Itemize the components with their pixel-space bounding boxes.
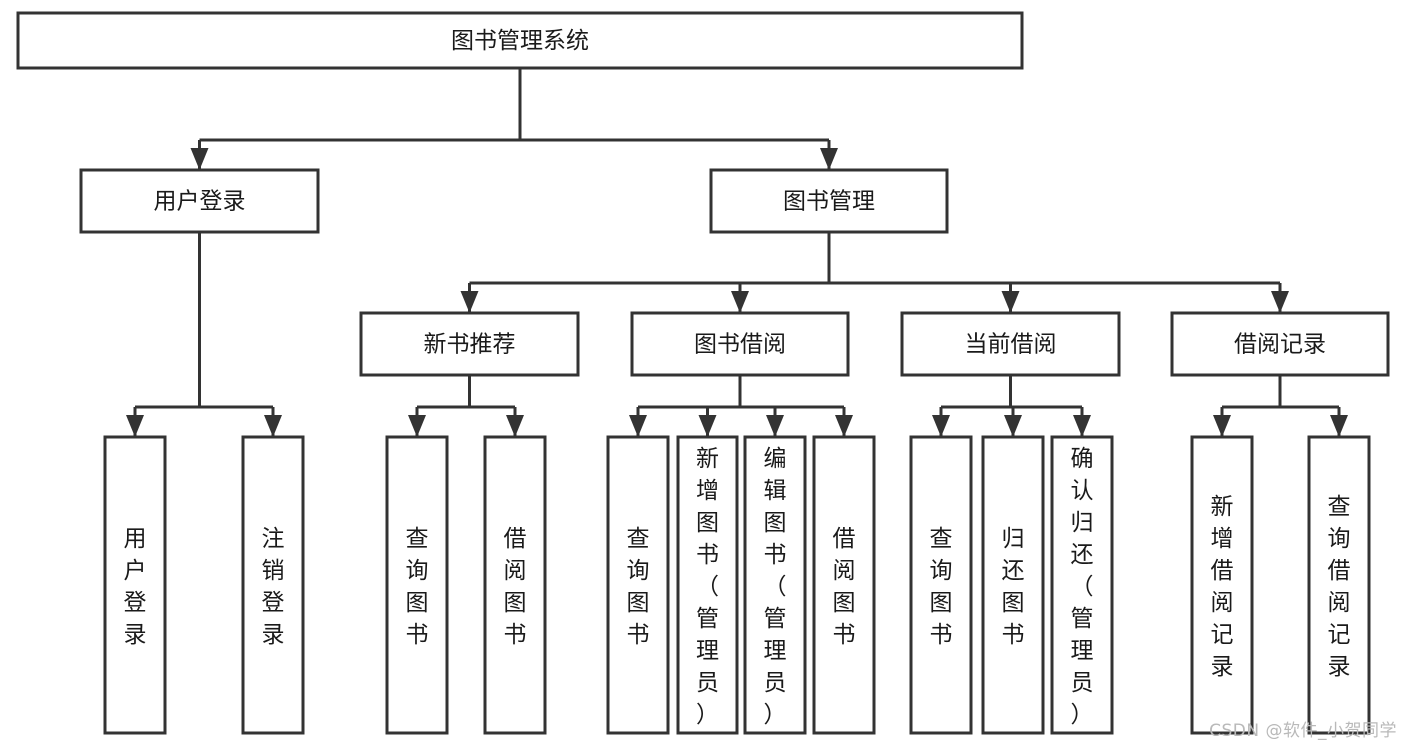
node-borrow-record[interactable]: 借阅记录 bbox=[1170, 311, 1390, 377]
node-leaf-borrow-book-rec[interactable]: 借阅图书 bbox=[483, 435, 547, 735]
arrow-head-icon bbox=[190, 148, 209, 170]
node-leaf-query-borrow-record[interactable]: 查询借阅记录 bbox=[1307, 435, 1371, 735]
edge-book-manage-to-level3 bbox=[460, 232, 1289, 313]
arrow-head-icon bbox=[932, 415, 950, 437]
node-label: 用户登录 bbox=[124, 526, 147, 648]
node-box[interactable] bbox=[1307, 435, 1371, 735]
node-new-book-recommend[interactable]: 新书推荐 bbox=[359, 311, 580, 377]
node-label: 查询图书 bbox=[627, 526, 650, 648]
edge-book-borrow-to-leaves bbox=[629, 375, 853, 437]
node-label: 编辑图书（管理员） bbox=[764, 446, 787, 728]
node-label: 图书管理系统 bbox=[451, 28, 589, 54]
node-layer: 图书管理系统用户登录图书管理新书推荐图书借阅当前借阅借阅记录用户登录注销登录查询… bbox=[16, 11, 1390, 735]
node-label: 归还图书 bbox=[1002, 526, 1025, 648]
node-box[interactable] bbox=[385, 435, 449, 735]
node-box[interactable] bbox=[16, 11, 1024, 70]
node-leaf-borrow-book[interactable]: 借阅图书 bbox=[812, 435, 876, 735]
arrow-head-icon bbox=[1330, 415, 1348, 437]
node-label: 用户登录 bbox=[154, 189, 246, 215]
connector-layer bbox=[126, 68, 1348, 437]
node-box[interactable] bbox=[630, 311, 850, 377]
node-box[interactable] bbox=[241, 435, 305, 735]
arrow-head-icon bbox=[820, 148, 838, 170]
node-leaf-confirm-return-admin[interactable]: 确认归还（管理员） bbox=[1050, 435, 1114, 735]
node-leaf-add-borrow-record[interactable]: 新增借阅记录 bbox=[1190, 435, 1254, 735]
node-box[interactable] bbox=[676, 435, 739, 735]
node-box[interactable] bbox=[900, 311, 1121, 377]
node-book-manage[interactable]: 图书管理 bbox=[709, 168, 949, 234]
node-leaf-add-book-admin[interactable]: 新增图书（管理员） bbox=[676, 435, 739, 735]
node-box[interactable] bbox=[1050, 435, 1114, 735]
node-label: 注销登录 bbox=[262, 526, 285, 648]
node-label: 查询借阅记录 bbox=[1328, 494, 1351, 680]
arrow-head-icon bbox=[1271, 291, 1289, 313]
node-label: 当前借阅 bbox=[965, 332, 1057, 358]
node-box[interactable] bbox=[743, 435, 807, 735]
csdn-watermark: CSDN @软件_小贺同学 bbox=[1209, 721, 1397, 741]
node-box[interactable] bbox=[359, 311, 580, 377]
node-root[interactable]: 图书管理系统 bbox=[16, 11, 1024, 70]
node-box[interactable] bbox=[812, 435, 876, 735]
arrow-head-icon bbox=[506, 415, 524, 437]
node-label: 新增图书（管理员） bbox=[696, 446, 719, 728]
arrow-head-icon bbox=[1213, 415, 1231, 437]
node-book-borrow[interactable]: 图书借阅 bbox=[630, 311, 850, 377]
node-box[interactable] bbox=[483, 435, 547, 735]
node-box[interactable] bbox=[981, 435, 1045, 735]
node-box[interactable] bbox=[606, 435, 670, 735]
arrow-head-icon bbox=[698, 415, 717, 437]
node-leaf-edit-book-admin[interactable]: 编辑图书（管理员） bbox=[743, 435, 807, 735]
arrow-head-icon bbox=[264, 415, 282, 437]
node-box[interactable] bbox=[1170, 311, 1390, 377]
arrow-head-icon bbox=[731, 291, 749, 313]
arrow-head-icon bbox=[629, 415, 647, 437]
node-box[interactable] bbox=[909, 435, 973, 735]
edge-new-book-recommend-to-leaves bbox=[408, 375, 524, 437]
node-current-borrow[interactable]: 当前借阅 bbox=[900, 311, 1121, 377]
node-label: 借阅图书 bbox=[833, 526, 856, 648]
node-label: 新增借阅记录 bbox=[1211, 494, 1234, 680]
node-leaf-user-login[interactable]: 用户登录 bbox=[103, 435, 167, 735]
node-leaf-logout[interactable]: 注销登录 bbox=[241, 435, 305, 735]
node-label: 查询图书 bbox=[930, 526, 953, 648]
node-box[interactable] bbox=[79, 168, 320, 234]
node-box[interactable] bbox=[1190, 435, 1254, 735]
node-label: 查询图书 bbox=[406, 526, 429, 648]
arrow-head-icon bbox=[766, 415, 784, 437]
arrow-head-icon bbox=[1004, 415, 1022, 437]
edge-borrow-record-to-leaves bbox=[1213, 375, 1348, 437]
node-box[interactable] bbox=[709, 168, 949, 234]
node-leaf-return-book[interactable]: 归还图书 bbox=[981, 435, 1045, 735]
node-label: 图书借阅 bbox=[694, 332, 786, 358]
node-label: 借阅图书 bbox=[504, 526, 527, 648]
node-leaf-query-book-cur[interactable]: 查询图书 bbox=[909, 435, 973, 735]
node-leaf-query-book-rec[interactable]: 查询图书 bbox=[385, 435, 449, 735]
arrow-head-icon bbox=[408, 415, 426, 437]
edge-root-to-level2 bbox=[190, 68, 838, 170]
node-leaf-query-book-borrow[interactable]: 查询图书 bbox=[606, 435, 670, 735]
arrow-head-icon bbox=[835, 415, 853, 437]
edge-current-borrow-to-leaves bbox=[932, 375, 1091, 437]
node-user-login[interactable]: 用户登录 bbox=[79, 168, 320, 234]
node-box[interactable] bbox=[103, 435, 167, 735]
node-label: 借阅记录 bbox=[1234, 332, 1326, 358]
node-label: 新书推荐 bbox=[424, 332, 516, 358]
arrow-head-icon bbox=[460, 291, 479, 313]
node-label: 图书管理 bbox=[783, 189, 875, 215]
arrow-head-icon bbox=[1001, 291, 1020, 313]
arrow-head-icon bbox=[1073, 415, 1091, 437]
edge-user-login-to-leaves bbox=[126, 232, 282, 437]
arrow-head-icon bbox=[126, 415, 144, 437]
node-label: 确认归还（管理员） bbox=[1071, 446, 1094, 728]
